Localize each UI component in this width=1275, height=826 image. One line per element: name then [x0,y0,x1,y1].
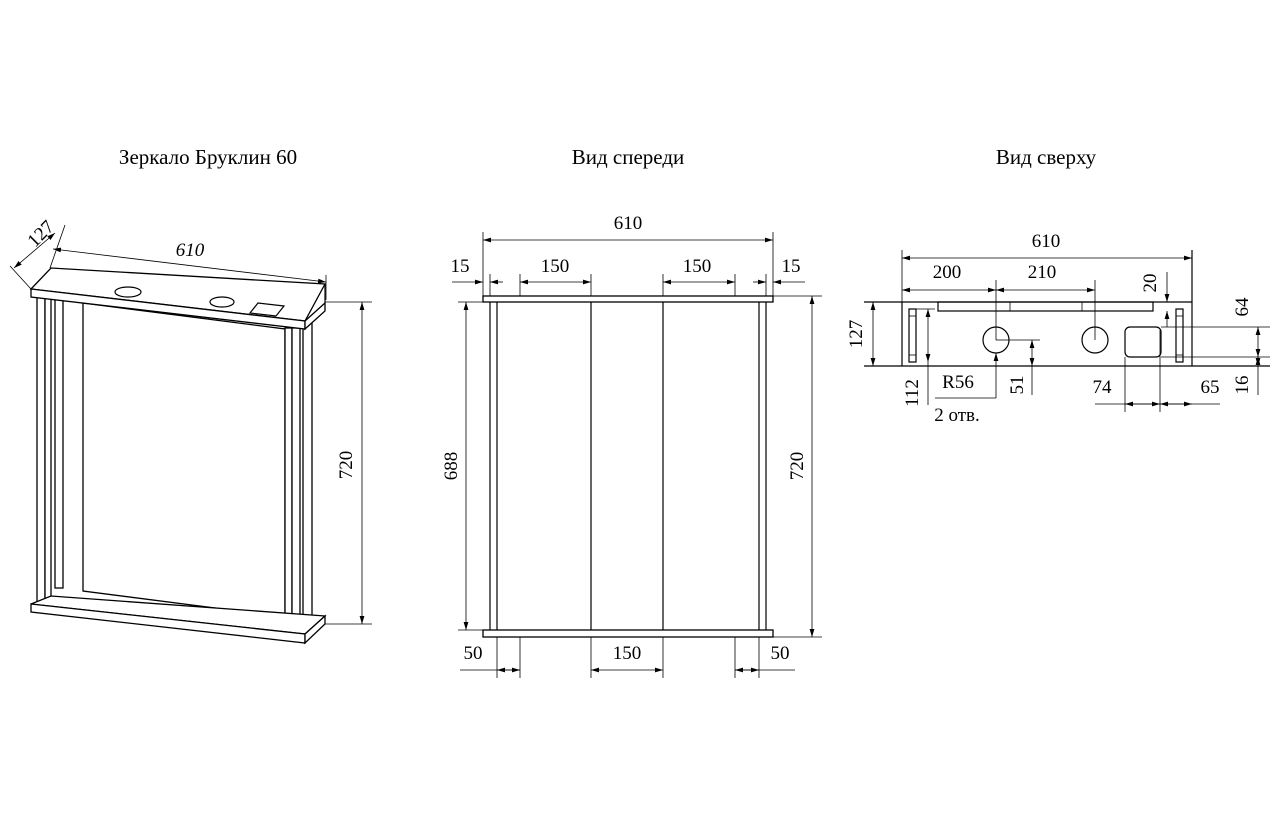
front-width-label: 610 [614,213,643,234]
front-inner-height-label: 688 [441,452,462,481]
top-hole-offset-label: 200 [933,262,962,283]
cutout [1124,326,1162,358]
front-left-span-label: 150 [541,256,570,277]
top-cut-depth-label: 64 [1232,297,1253,317]
front-height-label: 720 [787,452,808,481]
front-bottom-center-label: 150 [613,643,642,664]
front-view: 610 15 150 150 15 688 720 50 [441,213,822,678]
front-bottom-right-label: 50 [771,643,790,664]
top-cut-edge-label: 16 [1232,376,1253,395]
front-bottom-left-label: 50 [464,643,483,664]
cutout [248,302,286,317]
top-hole-spacing-label: 210 [1028,262,1057,283]
top-cut-width-label: 74 [1093,377,1113,398]
top-radius-label: R56 [942,372,974,393]
top-hole-depth-label: 51 [1007,376,1028,395]
iso-width-label: 610 [176,240,205,261]
top-depth-label: 127 [846,320,867,349]
top-width-label: 610 [1032,231,1061,252]
top-strip-label: 20 [1140,274,1161,293]
title-front-view: Вид спереди [572,145,685,169]
isometric-view: 127 610 720 [9,217,372,645]
iso-depth-label: 127 [24,217,59,252]
front-right-span-label: 150 [683,256,712,277]
top-holes-note: 2 отв. [934,405,980,426]
iso-height-label: 720 [336,451,357,480]
hole-1 [114,286,142,298]
title-top-view: Вид сверху [996,145,1097,169]
top-view: 610 200 210 127 112 R56 2 отв. 51 74 65 … [846,231,1270,426]
front-right-edge-label: 15 [782,256,801,277]
hole-2 [209,296,235,308]
front-left-edge-label: 15 [451,256,470,277]
title-isometric: Зеркало Бруклин 60 [119,145,297,169]
top-inner-depth-label: 112 [902,379,923,407]
top-cut-offset-label: 65 [1201,377,1220,398]
